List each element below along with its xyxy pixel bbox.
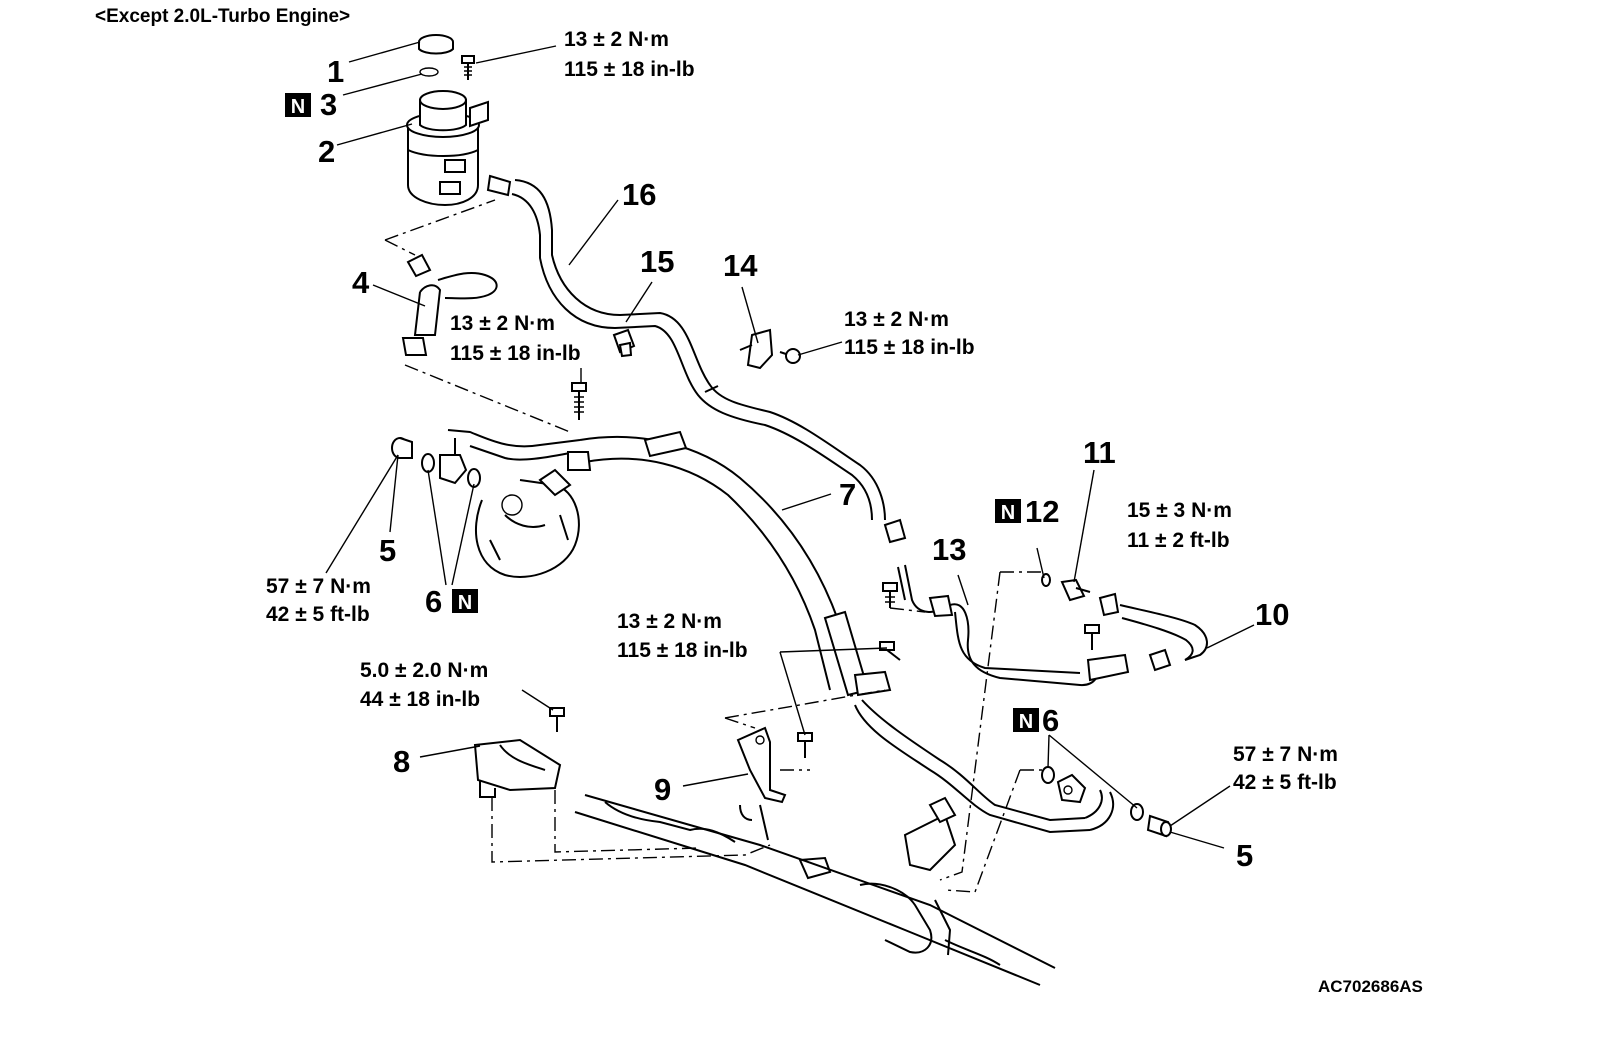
- figure-code: AC702686AS: [1318, 977, 1423, 996]
- torque-spec-pump-union-bolt: 57 ± 7 N·m 42 ± 5 ft-lb: [266, 575, 371, 626]
- gear-eye-joint-icon: [1056, 773, 1087, 804]
- callout-2: 2: [318, 134, 335, 169]
- torque-spec-bracket-bolt: 13 ± 2 N·m 115 ± 18 in-lb: [844, 308, 975, 359]
- torque-nm: 15 ± 3 N·m: [1127, 499, 1232, 522]
- return-hose: [486, 174, 886, 521]
- gear-union-bolt-icon: [1146, 814, 1172, 838]
- callout-7: 7: [839, 477, 856, 512]
- svg-text:N: N: [458, 592, 472, 614]
- torque-nm: 57 ± 7 N·m: [1233, 743, 1338, 766]
- tube-bracket-9: [736, 726, 787, 841]
- engine-variant-header: <Except 2.0L-Turbo Engine>: [95, 6, 350, 27]
- hose-clamp-icon: [1098, 592, 1120, 617]
- return-fitting-icon: [1060, 578, 1091, 602]
- torque-imperial: 115 ± 18 in-lb: [564, 58, 695, 81]
- return-fitting-bolt-icon: [1084, 624, 1100, 650]
- torque-spec-clamp-bolt: 5.0 ± 2.0 N·m 44 ± 18 in-lb: [360, 659, 488, 711]
- torque-nm: 57 ± 7 N·m: [266, 575, 371, 598]
- callout-5-pump: 5: [379, 533, 396, 568]
- torque-imperial: 42 ± 5 ft-lb: [266, 603, 370, 626]
- torque-spec-pressure-hose-bolt: 13 ± 2 N·m 115 ± 18 in-lb: [450, 312, 581, 365]
- torque-imperial: 42 ± 5 ft-lb: [1233, 771, 1337, 794]
- torque-imperial: 11 ± 2 ft-lb: [1127, 529, 1230, 552]
- return-tube-bolt-icon: [882, 582, 898, 608]
- non-reusable-badge: N: [1013, 708, 1039, 733]
- torque-imperial: 115 ± 18 in-lb: [844, 336, 975, 359]
- callout-11: 11: [1083, 435, 1116, 470]
- power-steering-pump: [475, 468, 580, 578]
- torque-nm: 5.0 ± 2.0 N·m: [360, 659, 488, 682]
- torque-spec-reservoir-bolt: 13 ± 2 N·m 115 ± 18 in-lb: [564, 28, 695, 81]
- non-reusable-badge: N: [452, 589, 478, 614]
- callout-4: 4: [352, 265, 370, 300]
- svg-text:N: N: [291, 96, 305, 118]
- eye-joint-icon: [439, 454, 468, 485]
- pressure-hose-bolt-icon: [571, 382, 587, 420]
- assembly-guide-lines: [384, 199, 1046, 893]
- gear-gasket-icon: [1041, 766, 1055, 784]
- callout-labels: 1 2 3 4 5 5 6 6 7 8 9 10 11 12 13 14 15 …: [318, 54, 1289, 873]
- union-bolt-icon: [391, 437, 413, 459]
- torque-imperial: 115 ± 18 in-lb: [617, 639, 748, 662]
- callout-16: 16: [622, 177, 656, 212]
- torque-imperial: 44 ± 18 in-lb: [360, 688, 480, 711]
- reservoir-tank: [406, 90, 489, 207]
- bracket-9-bolt-icon: [797, 732, 813, 758]
- callout-13: 13: [932, 532, 966, 567]
- clamp-bolt-icon: [549, 707, 565, 732]
- callout-6-pump: 6: [425, 584, 442, 619]
- hose-clamp-icon: [612, 328, 636, 358]
- torque-spec-gear-union-bolt: 57 ± 7 N·m 42 ± 5 ft-lb: [1233, 743, 1338, 794]
- hose-bracket-14: [739, 328, 774, 370]
- callout-8: 8: [393, 744, 410, 779]
- return-hose-10: [1119, 604, 1208, 672]
- torque-nm: 13 ± 2 N·m: [450, 312, 555, 335]
- torque-spec-return-fitting: 15 ± 3 N·m 11 ± 2 ft-lb: [1127, 499, 1232, 552]
- callout-14: 14: [723, 248, 758, 283]
- suction-hose: [401, 253, 498, 356]
- bracket-bolt-icon: [779, 348, 801, 364]
- callout-5-gear: 5: [1236, 838, 1253, 873]
- torque-nm: 13 ± 2 N·m: [844, 308, 949, 331]
- torque-nm: 13 ± 2 N·m: [564, 28, 669, 51]
- hose-mount-bracket: [567, 451, 892, 697]
- callout-12: 12: [1025, 494, 1059, 529]
- callout-6-gear: 6: [1042, 703, 1059, 738]
- callout-9: 9: [654, 772, 671, 807]
- non-reusable-badge: N: [995, 499, 1021, 524]
- gasket-icon: [421, 453, 435, 473]
- torque-nm: 13 ± 2 N·m: [617, 610, 722, 633]
- torque-imperial: 115 ± 18 in-lb: [450, 342, 581, 365]
- callout-3: 3: [320, 87, 337, 122]
- cap-o-ring: [419, 67, 439, 77]
- hose-bracket-bolt-icon: [879, 641, 901, 661]
- return-tube: [883, 518, 1130, 687]
- steering-gear-housing: [574, 794, 1056, 986]
- svg-text:N: N: [1019, 711, 1033, 733]
- svg-text:N: N: [1001, 502, 1015, 524]
- reservoir-cap: [418, 34, 454, 55]
- reservoir-bolt-icon: [461, 55, 475, 80]
- non-reusable-badge: N: [285, 93, 311, 118]
- callout-15: 15: [640, 244, 674, 279]
- gear-gasket-icon: [1130, 803, 1144, 821]
- leader-lines: [325, 41, 1255, 849]
- torque-spec-tube-bracket-bolt: 13 ± 2 N·m 115 ± 18 in-lb: [617, 610, 748, 662]
- rack-clamp-8: [473, 738, 562, 798]
- callout-1: 1: [327, 54, 344, 89]
- callout-10: 10: [1255, 597, 1289, 632]
